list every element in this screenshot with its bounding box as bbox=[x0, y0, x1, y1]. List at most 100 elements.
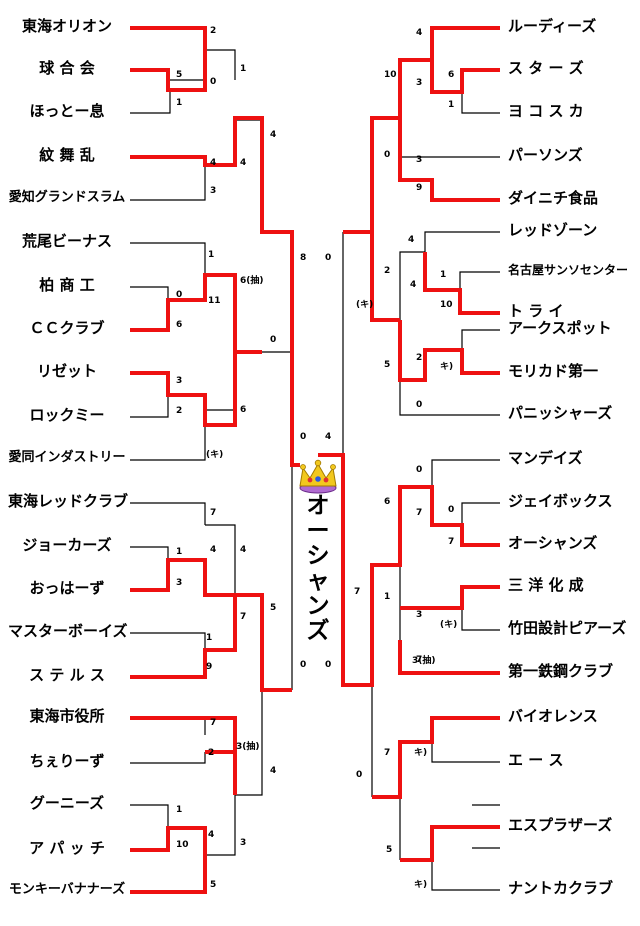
team-label-left: 柏 商 工 bbox=[39, 276, 95, 294]
team-label-right: ト ラ イ bbox=[508, 302, 564, 320]
score-label: 4 bbox=[210, 545, 217, 555]
team-label-right: ルーディーズ bbox=[508, 17, 597, 35]
score-label: 5 bbox=[384, 360, 391, 370]
score-label: 0 bbox=[270, 335, 277, 345]
score-label: 3 bbox=[176, 578, 183, 588]
score-label: 1 bbox=[176, 805, 183, 815]
team-label-right: エ ー ス bbox=[508, 751, 564, 769]
team-label-left: モンキーバナナーズ bbox=[8, 882, 126, 897]
team-label-left: 東海オリオン bbox=[21, 17, 112, 35]
team-label-right: ダイニチ食品 bbox=[508, 189, 599, 207]
team-label-left: 球 合 会 bbox=[39, 59, 95, 77]
team-label-right: ナントカクラブ bbox=[508, 879, 614, 897]
champion-label: オーシャンズ bbox=[306, 493, 330, 644]
team-label-left: 荒尾ビーナス bbox=[21, 232, 112, 250]
score-label: 0 bbox=[448, 505, 455, 515]
score-label: 3 bbox=[240, 838, 247, 848]
score-label: 2 bbox=[176, 406, 183, 416]
score-label: 3 bbox=[176, 376, 183, 386]
score-label: 3 bbox=[416, 78, 423, 88]
team-label-left: 愛同インダストリー bbox=[8, 450, 126, 465]
score-label: 1 bbox=[440, 270, 447, 280]
score-label: 1 bbox=[448, 100, 455, 110]
team-label-right: 三 洋 化 成 bbox=[508, 576, 584, 594]
score-label: 4 bbox=[410, 280, 417, 290]
score-label: 5 bbox=[176, 70, 183, 80]
score-label: 4 bbox=[240, 545, 247, 555]
score-label: 7 bbox=[416, 655, 423, 665]
team-label-left: ロックミー bbox=[29, 406, 105, 424]
score-label: 6 bbox=[176, 320, 183, 330]
score-label: 2 bbox=[210, 26, 217, 36]
score-label: 5 bbox=[270, 603, 277, 613]
score-label: 4 bbox=[416, 28, 423, 38]
score-label: 0 bbox=[325, 660, 332, 670]
score-label: 0 bbox=[210, 77, 217, 87]
score-label: 7 bbox=[448, 537, 455, 547]
score-label: 0 bbox=[416, 400, 423, 410]
team-label-left: 東海市役所 bbox=[29, 707, 105, 725]
score-label: 0 bbox=[176, 290, 183, 300]
score-label: 1 bbox=[206, 633, 213, 643]
score-label: 7 bbox=[384, 748, 391, 758]
score-label: 9 bbox=[416, 183, 423, 193]
team-label-right: マンデイズ bbox=[508, 449, 583, 467]
score-label: 10 bbox=[440, 300, 453, 310]
score-label: 6 bbox=[384, 497, 391, 507]
team-label-right: 竹田設計ピアーズ bbox=[508, 619, 627, 637]
team-label-left: ちぇりーず bbox=[29, 752, 105, 770]
score-label: 0 bbox=[300, 660, 307, 670]
team-label-left: 愛知グランドスラム bbox=[8, 190, 126, 205]
team-label-right: アークスポット bbox=[508, 319, 612, 337]
team-label-right: パーソンズ bbox=[508, 146, 583, 164]
score-label: 4 bbox=[270, 766, 277, 776]
score-label: 0 bbox=[356, 770, 363, 780]
team-label-right: ジェイボックス bbox=[508, 492, 613, 510]
score-label: キ) bbox=[440, 362, 454, 372]
score-label: 5 bbox=[386, 845, 393, 855]
team-label-right: パニッシャーズ bbox=[508, 404, 613, 422]
score-label: 9 bbox=[206, 662, 213, 672]
team-label-left: 東海レッドクラブ bbox=[8, 492, 129, 510]
score-label: 0 bbox=[325, 253, 332, 263]
team-label-right: オーシャンズ bbox=[508, 534, 598, 552]
team-label-right: エスプラザーズ bbox=[508, 816, 613, 834]
score-label: 4 bbox=[240, 158, 247, 168]
team-label-left: ほっとー息 bbox=[29, 102, 105, 120]
score-label: 7 bbox=[240, 612, 247, 622]
score-label: 2 bbox=[208, 748, 215, 758]
score-label: 4 bbox=[325, 432, 332, 442]
score-label: 3(抽) bbox=[236, 742, 260, 752]
team-label-right: 名古屋サンソセンター bbox=[508, 263, 629, 277]
score-label: 10 bbox=[384, 70, 397, 80]
team-label-right: ス タ ー ズ bbox=[508, 59, 584, 77]
team-label-right: ヨ コ ス カ bbox=[508, 102, 584, 120]
team-label-right: バイオレンス bbox=[508, 707, 598, 725]
team-label-left: ジョーカーズ bbox=[22, 536, 112, 554]
team-label-left: マスターボーイズ bbox=[8, 622, 128, 640]
score-label: 4 bbox=[270, 130, 277, 140]
score-label: 6 bbox=[448, 70, 455, 80]
team-label-left: リゼット bbox=[36, 362, 97, 380]
left-win-lines bbox=[130, 26, 300, 894]
score-label: 5 bbox=[210, 880, 217, 890]
right-win-lines bbox=[318, 26, 500, 862]
team-label-left: おっはーず bbox=[29, 579, 105, 597]
team-label-left: ア パ ッ チ bbox=[29, 839, 105, 857]
right-lose-lines bbox=[342, 92, 500, 891]
team-label-right: レッドゾーン bbox=[508, 221, 598, 239]
score-label: 4 bbox=[210, 158, 217, 168]
score-label: 10 bbox=[176, 840, 189, 850]
team-label-left: ス テ ル ス bbox=[29, 666, 105, 684]
score-label: 2 bbox=[416, 353, 423, 363]
score-label: 6 bbox=[240, 405, 247, 415]
score-label: キ) bbox=[414, 748, 428, 758]
score-label: 3(抽) bbox=[412, 656, 436, 666]
score-label: 1 bbox=[240, 64, 247, 74]
score-label: 7 bbox=[210, 718, 217, 728]
score-label: 1 bbox=[176, 98, 183, 108]
score-label: キ) bbox=[414, 880, 428, 890]
score-label: 1 bbox=[384, 592, 391, 602]
team-label-left: 紋 舞 乱 bbox=[39, 146, 95, 164]
